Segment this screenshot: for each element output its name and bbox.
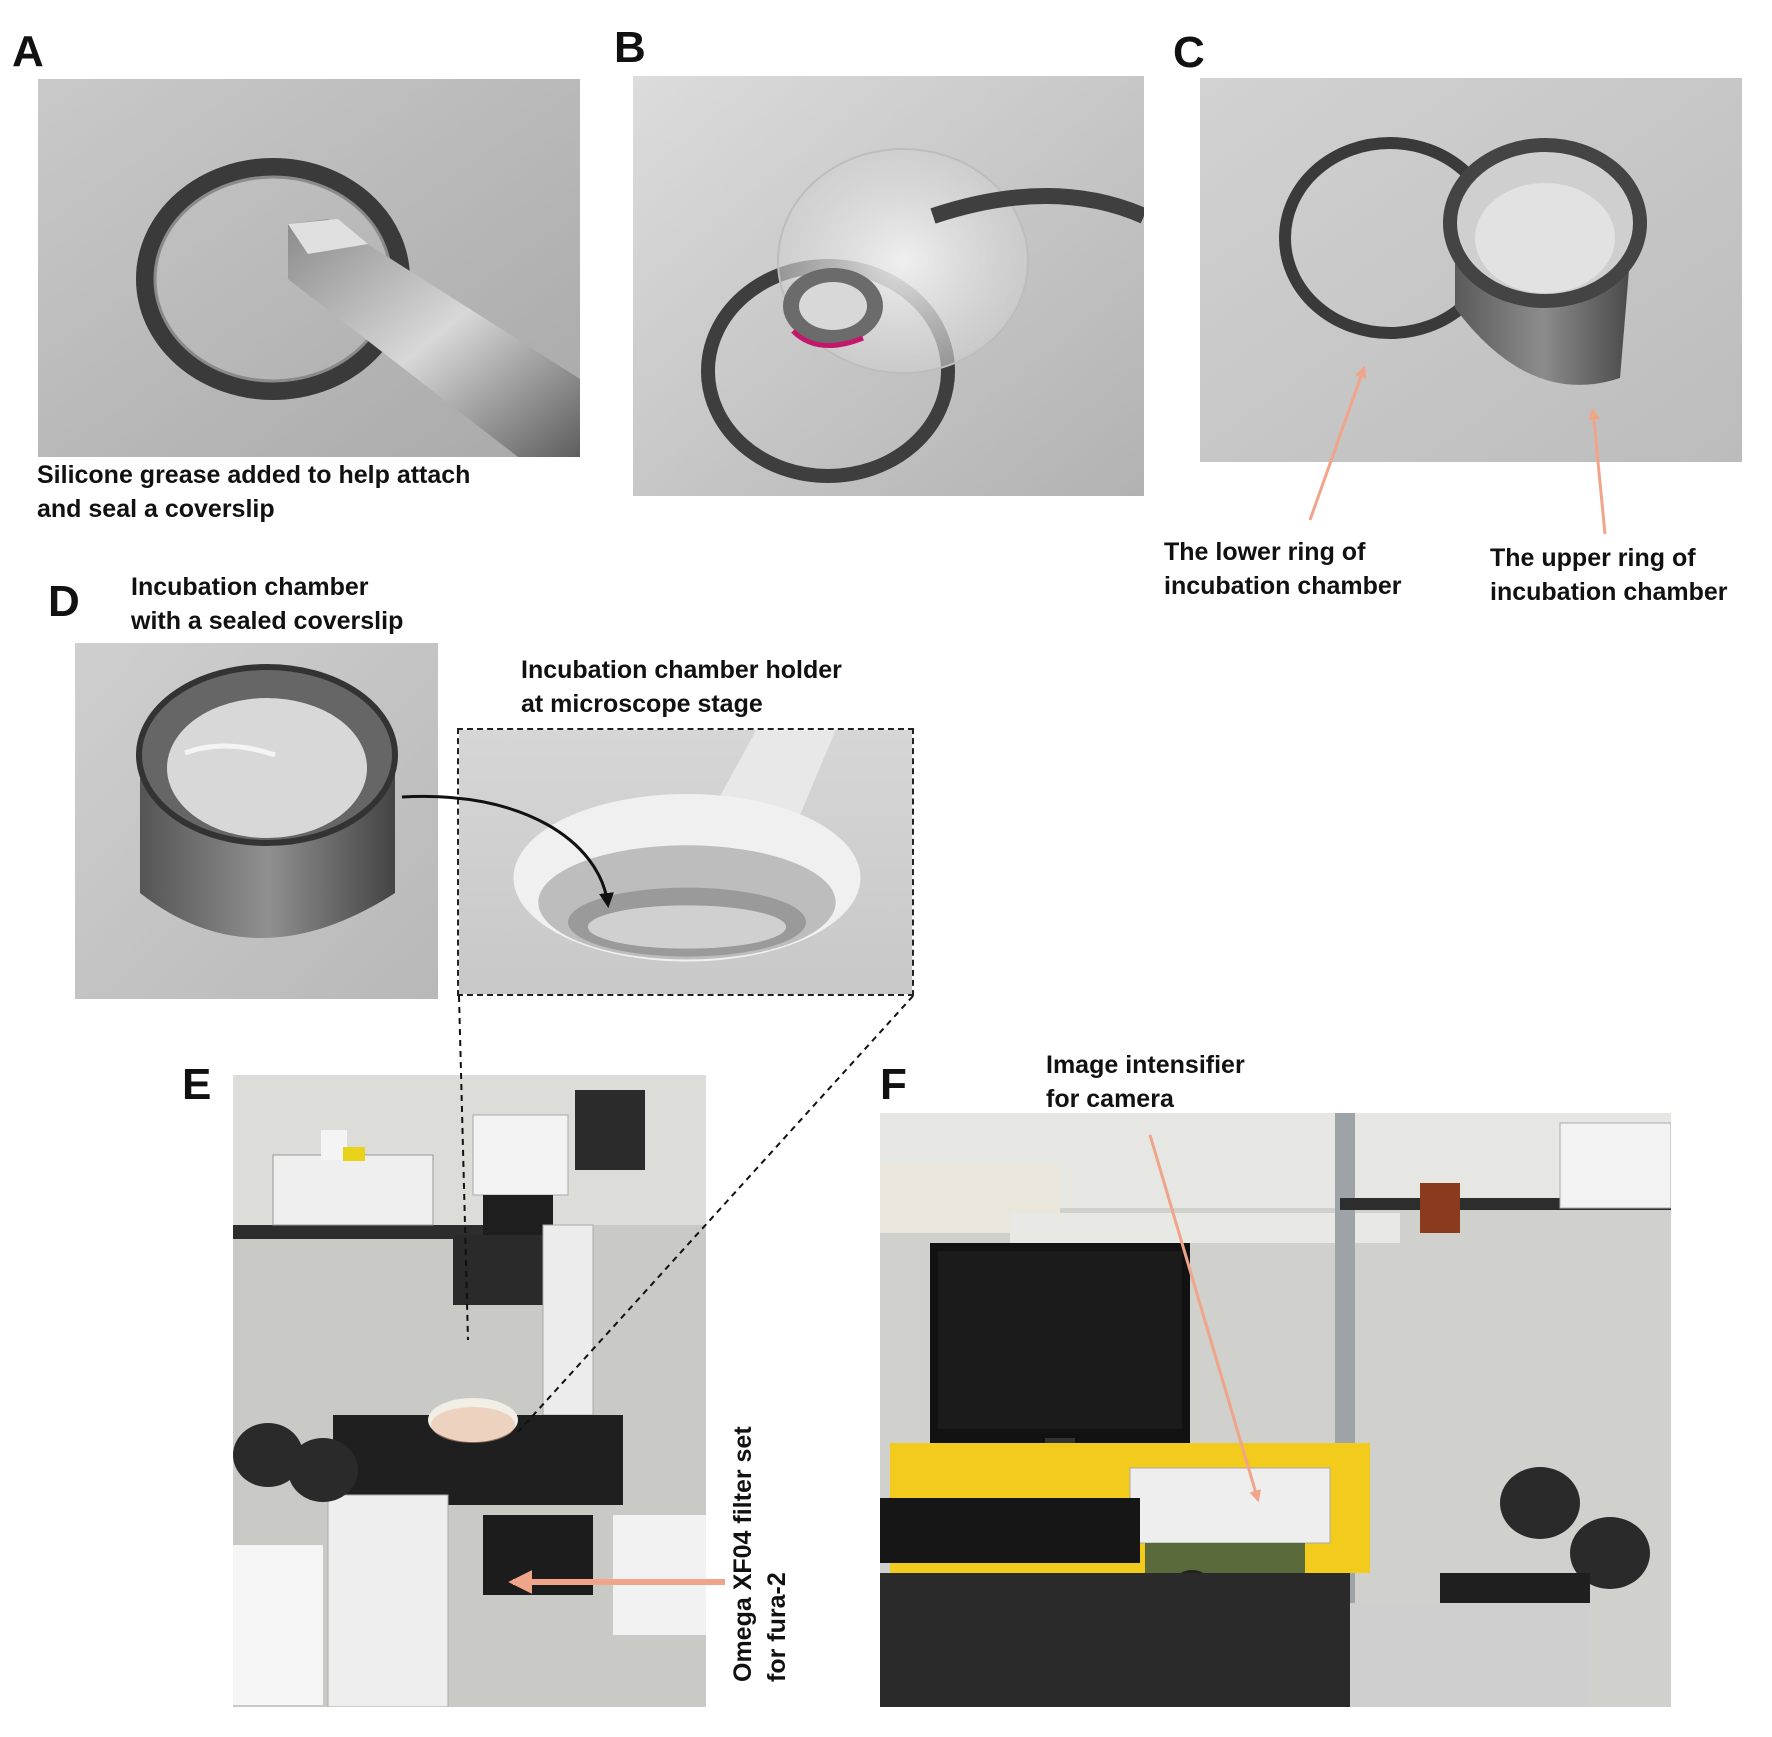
panel-a-caption-line1: Silicone grease added to help attach <box>37 461 471 489</box>
panel-f-letter: F <box>880 1060 907 1109</box>
panel-e-filter-label-line2: for fura-2 <box>763 1572 791 1682</box>
panel-b-photo-coverslip-with-forceps <box>633 76 1144 496</box>
panel-b-letter: B <box>614 23 646 72</box>
panel-e-photo-microscope <box>233 1075 706 1707</box>
panel-a-letter: A <box>12 27 44 76</box>
panel-c-upper-ring-label-line2: incubation chamber <box>1490 578 1728 606</box>
panel-c-photo-two-rings <box>1200 78 1742 462</box>
panel-c-upper-ring-label-line1: The upper ring of <box>1490 544 1696 572</box>
panel-f-intensifier-label-line1: Image intensifier <box>1046 1051 1245 1079</box>
panel-f-intensifier-label-line2: for camera <box>1046 1085 1174 1113</box>
panel-a-photo-ring-with-spatula <box>38 79 580 457</box>
panel-e-filter-label-line1: Omega XF04 filter set <box>729 1426 757 1682</box>
panel-d-photo-holder-closeup <box>457 728 914 996</box>
panel-d-letter: D <box>48 577 80 626</box>
panel-a-caption-line2: and seal a coverslip <box>37 495 275 523</box>
panel-d-chamber-label-line1: Incubation chamber <box>131 573 369 601</box>
panel-f-photo-imaging-station <box>880 1113 1671 1707</box>
panel-d-holder-label-line1: Incubation chamber holder <box>521 656 842 684</box>
panel-e-letter: E <box>182 1060 212 1109</box>
panel-c-letter: C <box>1173 28 1205 77</box>
panel-d-photo-sealed-chamber <box>75 643 438 999</box>
panel-c-lower-ring-label-line1: The lower ring of <box>1164 538 1366 566</box>
panel-c-lower-ring-label-line2: incubation chamber <box>1164 572 1402 600</box>
panel-d-chamber-label-line2: with a sealed coverslip <box>131 607 404 635</box>
panel-d-holder-label-line2: at microscope stage <box>521 690 763 718</box>
